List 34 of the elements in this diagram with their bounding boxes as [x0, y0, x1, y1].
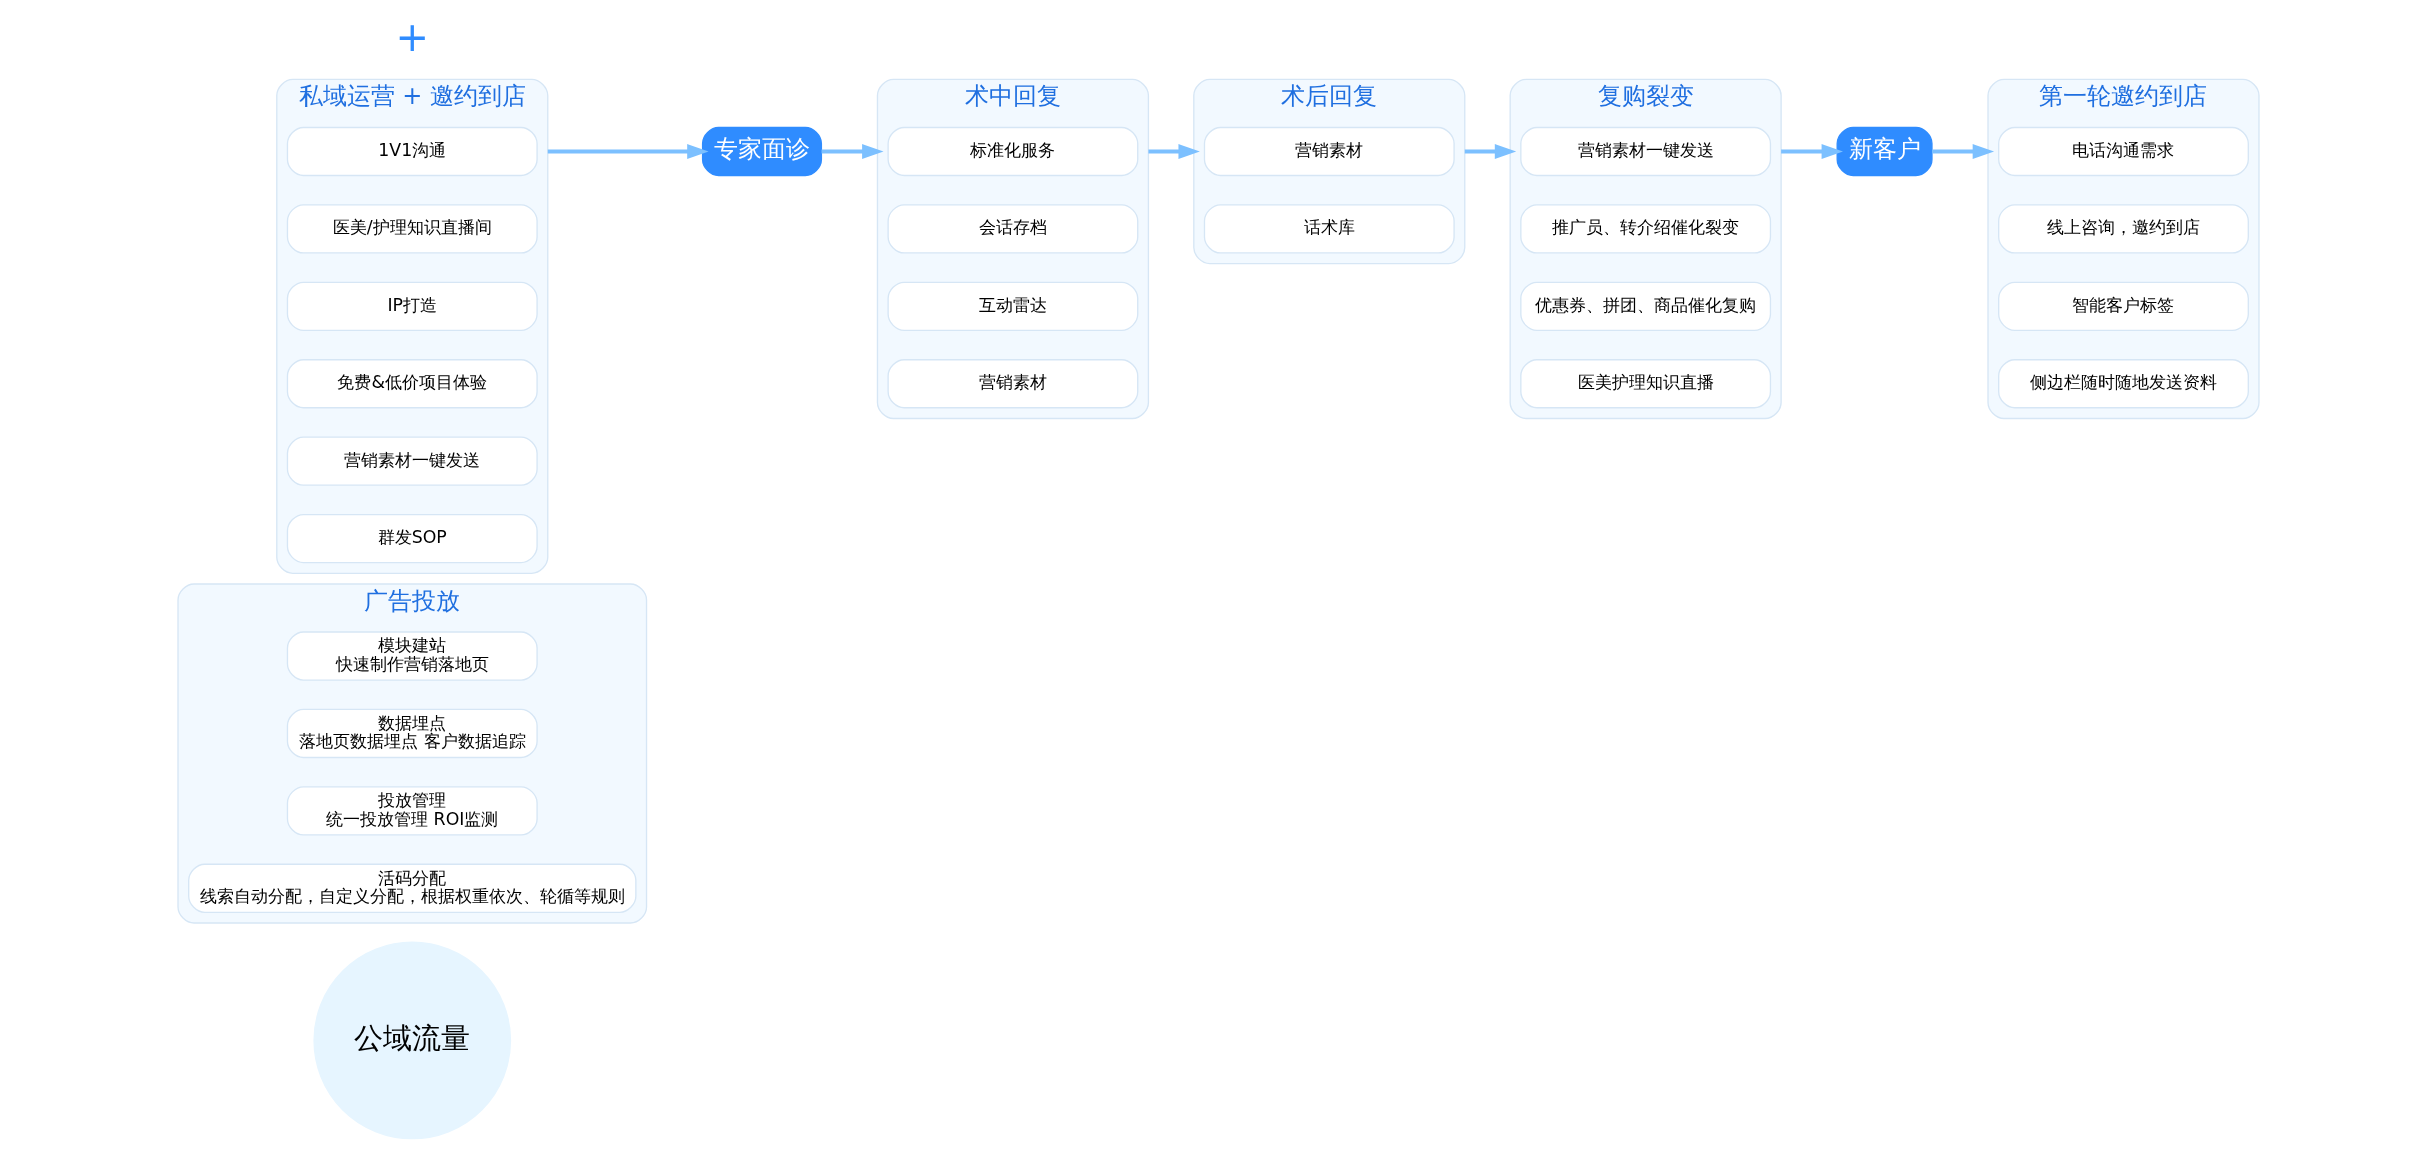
node-box: 标准化服务 [886, 126, 1138, 177]
node-box: 优惠券、拼团、商品催化复购 [1519, 281, 1771, 332]
label: + [395, 13, 429, 60]
arrow [1464, 144, 1516, 159]
node-box: 1V1沟通 [286, 126, 538, 177]
arrow [821, 144, 883, 159]
node-box: 推广员、转介绍催化裂变 [1519, 204, 1771, 254]
node-box: 营销素材一键发送 [286, 436, 538, 486]
node-box: 互动雷达 [886, 281, 1138, 332]
node-box: 新客户 [1836, 126, 1933, 177]
arrow [547, 144, 709, 159]
node-box: 营销素材 [1203, 126, 1455, 177]
node-box: 医美/护理知识直播间 [286, 204, 538, 254]
node-box: IP打造 [286, 281, 538, 332]
node-box: 智能客户标签 [1997, 281, 2249, 332]
node-box: 侧边栏随时随地发送资料 [1997, 359, 2249, 409]
node-box: 活码分配 线索自动分配，自定义分配，根据权重依次、轮循等规则 [187, 863, 637, 913]
node-box: 模块建站 快速制作营销落地页 [286, 631, 538, 681]
arrow [1931, 144, 1994, 159]
node-box: 线上咨询，邀约到店 [1997, 204, 2249, 254]
node-box: 话术库 [1203, 204, 1455, 254]
arrow [1780, 144, 1843, 159]
node-box: 投放管理 统一投放管理 ROI监测 [286, 786, 538, 836]
node-circle: 公域流量 [312, 941, 511, 1140]
node-box: 群发SOP [286, 513, 538, 564]
node-box: 数据埋点 落地页数据埋点 客户数据追踪 [286, 708, 538, 759]
node-box: 营销素材 [886, 359, 1138, 409]
node-box: 免费&低价项目体验 [286, 359, 538, 409]
node-box: 会话存档 [886, 204, 1138, 254]
node-box: 营销素材一键发送 [1519, 126, 1771, 177]
node-box: 专家面诊 [701, 126, 822, 177]
node-box: 医美护理知识直播 [1519, 359, 1771, 409]
arrow [1147, 144, 1200, 159]
node-box: 电话沟通需求 [1997, 126, 2249, 177]
